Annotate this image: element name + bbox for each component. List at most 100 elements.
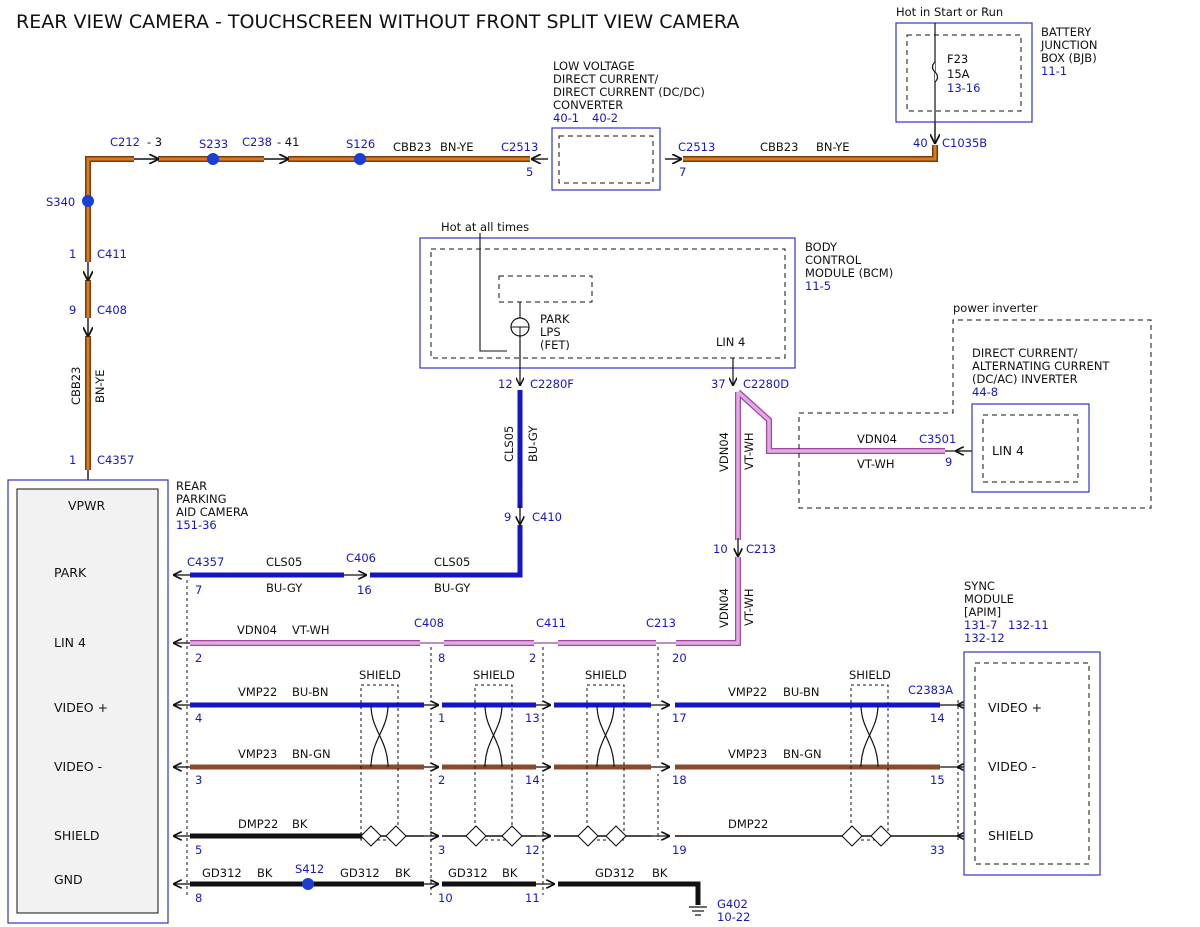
inverter-name-line3: (DC/AC) INVERTER [972, 372, 1078, 386]
wire-bk-label-shield: BK [292, 817, 308, 831]
sync-module [963, 651, 1101, 876]
wire-dmp22-label-a: DMP22 [238, 817, 278, 831]
shield-twist-group [360, 684, 889, 841]
fuse-ref: 13-16 [947, 81, 980, 95]
sync-name-line2: MODULE [964, 592, 1014, 606]
camera-name-line3: AID CAMERA [176, 505, 248, 519]
bjb-name-line1: BATTERY [1041, 25, 1092, 39]
connector-c213: C213 [746, 542, 776, 556]
connector-c1035b: C1035B [942, 136, 987, 150]
wire-vmp23 [174, 760, 975, 774]
row-vminus-pin1: 3 [195, 773, 202, 787]
camera-pin-vpwr: VPWR [68, 498, 105, 513]
bjb-name-line2: JUNCTION [1040, 38, 1098, 52]
shield-label-2: SHIELD [473, 668, 515, 682]
wire-gd312-label-b: GD312 [340, 866, 380, 880]
wire-dmp22-label-b: DMP22 [728, 817, 768, 831]
row-lin-c213: C213 [646, 616, 676, 630]
connector-c411: C411 [97, 247, 127, 261]
connector-c238: C238 [242, 135, 272, 149]
wire-vmp22-label-b: VMP22 [728, 685, 767, 699]
dcdc-name-line1: LOW VOLTAGE [553, 59, 635, 73]
row-vminus-pin5: 15 [930, 773, 945, 787]
battery-junction-box [895, 22, 1033, 123]
row-vplus-pin3: 13 [525, 711, 540, 725]
bcm-name-line2: CONTROL [805, 253, 862, 267]
power-inverter [798, 319, 1152, 509]
wire-bubn-label-a: BU-BN [292, 685, 329, 699]
splice-s233 [207, 153, 219, 165]
row-lin-c411: C411 [536, 616, 566, 630]
shield-label-3: SHIELD [585, 668, 627, 682]
fuse-id: F23 [947, 52, 968, 66]
connector-dashed-lines [186, 580, 959, 895]
wire-vmp23-label-a: VMP23 [238, 747, 277, 761]
inverter-name-line1: DIRECT CURRENT/ [972, 346, 1078, 360]
sync-name-line3: [APIM] [964, 605, 1001, 619]
wire-bngn-label-b: BN-GN [783, 747, 822, 761]
connector-c410: C410 [532, 510, 562, 524]
row-vplus-pin1: 4 [195, 711, 202, 725]
wire-vdn04-label-vertical-b: VDN04 [717, 588, 731, 628]
wire-cbb23-label-left: CBB23 [393, 140, 431, 154]
camera-pin-lin4: LIN 4 [54, 635, 86, 650]
wire-dmp22 [174, 825, 975, 847]
connector-c406: C406 [346, 551, 376, 565]
connector-c4357-pin: 1 [69, 453, 76, 467]
connector-c2513-right-pin: 7 [679, 165, 686, 179]
fuse-icon [931, 61, 939, 83]
camera-ref: 151-36 [176, 518, 217, 532]
sync-pin-video-plus: VIDEO + [988, 700, 1042, 715]
connector-c2280f: C2280F [530, 377, 574, 391]
connector-c2513-left-pin: 5 [526, 165, 533, 179]
wire-vmp22-label-a: VMP22 [238, 685, 277, 699]
connector-c3501-pin: 9 [945, 455, 952, 469]
row-lin-pin3: 2 [529, 651, 536, 665]
bcm-ref: 11-5 [805, 279, 831, 293]
diagram-title: REAR VIEW CAMERA - TOUCHSCREEN WITHOUT F… [16, 11, 739, 33]
bcm-lin-label: LIN 4 [716, 335, 745, 349]
row-lin-c408: C408 [414, 616, 444, 630]
wire-vdn04-label-row: VDN04 [237, 623, 277, 637]
connector-c2280f-pin: 12 [498, 377, 513, 391]
inverter-pin-lin4: LIN 4 [992, 443, 1024, 458]
bjb-name-line3: BOX (BJB) [1041, 51, 1097, 65]
row-vminus-pin3: 14 [525, 773, 540, 787]
connector-c406-pin: 16 [357, 583, 372, 597]
inverter-ref: 44-8 [972, 385, 998, 399]
wire-cbb23-label-vertical: CBB23 [69, 367, 83, 405]
wire-cls05-label-vertical: CLS05 [502, 426, 516, 462]
connector-c3501: C3501 [919, 432, 956, 446]
wire-vtwh-label-vertical-b: VT-WH [742, 588, 756, 626]
bjb-hot-label: Hot in Start or Run [896, 5, 1003, 19]
connector-c213-pin: 10 [713, 542, 728, 556]
wire-bk-label-gnd-b: BK [395, 866, 411, 880]
camera-name-line1: REAR [176, 479, 207, 493]
wire-vtwh-label-row: VT-WH [292, 623, 330, 637]
body-control-module [419, 233, 796, 385]
connector-c410-pin: 9 [504, 510, 511, 524]
row-vplus-pin2: 1 [438, 711, 445, 725]
connector-c411-pin: 1 [69, 247, 76, 261]
bcm-name-line3: MODULE (BCM) [805, 266, 893, 280]
ground-ref: 10-22 [717, 910, 750, 924]
wire-bubn-label-b: BU-BN [783, 685, 820, 699]
bcm-fet-line2: LPS [540, 325, 561, 339]
splice-s233-label: S233 [199, 137, 228, 151]
bjb-ref: 11-1 [1041, 64, 1067, 78]
wire-gd312-label-c: GD312 [448, 866, 488, 880]
row-shield-pin1: 5 [195, 843, 202, 857]
wire-cls05-label-b: CLS05 [434, 555, 470, 569]
row-vminus-pin4: 18 [672, 773, 687, 787]
sync-pin-shield: SHIELD [988, 828, 1034, 843]
wire-bnye-label-left: BN-YE [440, 140, 474, 154]
connector-c2280d-pin: 37 [711, 377, 726, 391]
wire-cls05-label-a: CLS05 [266, 555, 302, 569]
cbb23-connector-marks [88, 122, 935, 484]
inverter-name-line2: ALTERNATING CURRENT [972, 359, 1110, 373]
wire-bugy-label-b: BU-GY [434, 581, 471, 595]
connector-c2513-right: C2513 [678, 140, 715, 154]
bcm-name-line1: BODY [805, 240, 838, 254]
wire-gd312-label-d: GD312 [595, 866, 635, 880]
splice-s340-label: S340 [46, 195, 75, 209]
